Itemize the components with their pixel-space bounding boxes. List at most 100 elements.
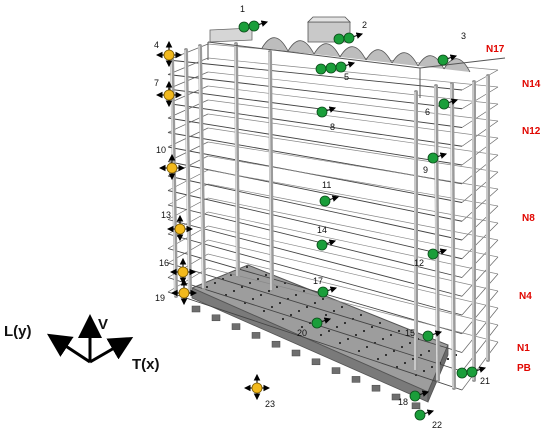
- slab-hole: [222, 278, 224, 280]
- sensor-2: 2: [333, 20, 367, 45]
- slab-hole: [428, 350, 430, 352]
- sensor-17: 17: [313, 276, 338, 298]
- sensor-marker: [333, 33, 345, 45]
- sensor-marker: [238, 21, 250, 33]
- slab-hole: [252, 298, 254, 300]
- slab-hole: [420, 354, 422, 356]
- slab-hole: [374, 342, 376, 344]
- column: [450, 82, 456, 390]
- long-axis-label: L(y): [4, 323, 32, 340]
- slab-hole: [249, 282, 251, 284]
- floor-line: [167, 204, 463, 278]
- floor-edge: [461, 290, 499, 334]
- sensor-18: 18: [398, 390, 430, 407]
- sensor-marker: [319, 195, 331, 207]
- sensor-19: 19: [155, 278, 198, 306]
- slab-hole: [301, 326, 303, 328]
- sensor-7: 7: [154, 78, 183, 108]
- floor-edge: [461, 307, 499, 353]
- slab-hole: [379, 322, 381, 324]
- slab-hole: [455, 354, 457, 356]
- roof-vault: [365, 49, 393, 64]
- slab-hole: [263, 310, 265, 312]
- sensor-marker: [438, 98, 450, 110]
- sensor-marker: [343, 32, 355, 44]
- slab-hole: [339, 342, 341, 344]
- slab-hole: [282, 318, 284, 320]
- sensor-marker: [466, 366, 478, 378]
- sensor-marker: [177, 266, 189, 278]
- column: [184, 48, 192, 294]
- slab-hole: [295, 294, 297, 296]
- footing: [371, 384, 381, 392]
- slab-hole: [401, 346, 403, 348]
- sensor-1: 1: [238, 4, 269, 33]
- sensor-21: 21: [456, 366, 490, 386]
- slab-hole: [276, 286, 278, 288]
- slab-hole: [284, 282, 286, 284]
- footing: [251, 332, 261, 339]
- floor-line-back: [207, 71, 499, 105]
- sensor-label: 16: [159, 258, 169, 268]
- slab-hole: [398, 330, 400, 332]
- floor-line-back: [207, 155, 499, 207]
- slab-hole: [233, 290, 235, 292]
- roof-vault: [287, 40, 315, 55]
- floor-edge: [461, 137, 499, 166]
- sensor-label: 1: [240, 4, 245, 14]
- roof-vault: [391, 52, 419, 67]
- sensor-14: 14: [316, 225, 337, 251]
- sensor-marker: [335, 61, 347, 73]
- sensor-label: 19: [155, 293, 165, 303]
- floor-line: [167, 248, 463, 335]
- sensor-marker: [163, 49, 175, 61]
- slab-holes: [206, 266, 457, 376]
- slab-hole: [409, 342, 411, 344]
- floor-line: [167, 233, 463, 316]
- slab-hole: [241, 286, 243, 288]
- level-label: N17: [486, 44, 505, 55]
- long-axis-arrow: [46, 333, 91, 364]
- floor-edge: [461, 273, 499, 316]
- sensor-label: 18: [398, 397, 408, 407]
- slab-hole: [257, 278, 259, 280]
- slab-hole: [385, 354, 387, 356]
- sensor-label: 5: [344, 72, 349, 82]
- floor-edge: [461, 69, 499, 91]
- column-highlight: [234, 43, 238, 277]
- floor-line: [167, 74, 463, 110]
- slab-hole: [336, 326, 338, 328]
- floor-lines: [167, 43, 499, 391]
- roof-vaults: [261, 37, 471, 73]
- sensor-13: 13: [161, 210, 194, 242]
- sensor-9: 9: [423, 152, 448, 175]
- slab-hole: [325, 314, 327, 316]
- footing: [411, 402, 421, 410]
- slab-hole: [290, 314, 292, 316]
- slab-hole: [404, 362, 406, 364]
- vertical-axis-label: V: [98, 316, 108, 333]
- slab-hole: [314, 302, 316, 304]
- sensor-label: 2: [362, 20, 367, 30]
- level-label: N12: [522, 126, 541, 137]
- roof-vault: [339, 46, 367, 61]
- sensor-10: 10: [156, 145, 186, 181]
- footing: [211, 314, 221, 322]
- sensor-20: 20: [297, 317, 332, 338]
- sensor-marker: [409, 390, 421, 402]
- sensor-16: 16: [159, 257, 197, 285]
- floor-line: [167, 175, 463, 241]
- slab-hole: [225, 294, 227, 296]
- floor-line-back: [207, 57, 499, 88]
- slab-hole: [244, 302, 246, 304]
- slab-hole: [303, 290, 305, 292]
- level-label: N14: [522, 79, 541, 90]
- slab-hole: [265, 274, 267, 276]
- sensor-label: 4: [154, 40, 159, 50]
- floor-edge: [461, 205, 499, 241]
- level-labels: N17 N14 N12 N8 N4 N1 PB: [486, 44, 541, 374]
- column: [198, 44, 206, 290]
